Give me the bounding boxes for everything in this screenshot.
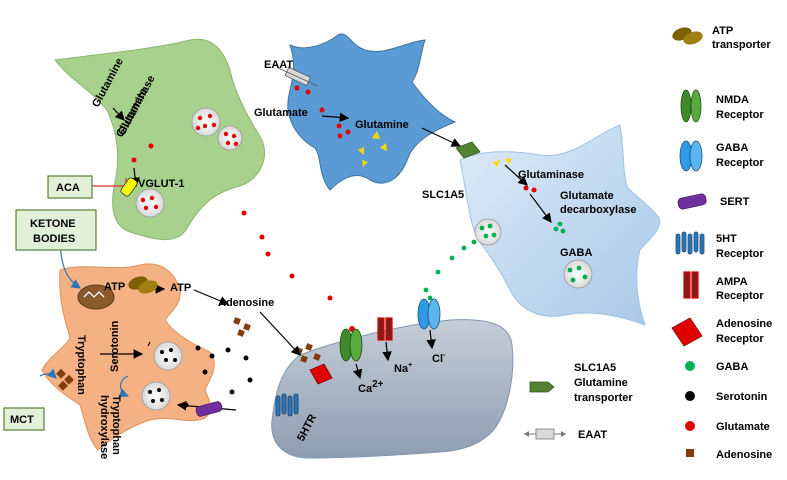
- legend-nmda-label-1: NMDA: [716, 94, 749, 106]
- legend: ATP transporter NMDA Receptor GABA Recep…: [524, 25, 772, 461]
- sodium-ion-label: Na+: [394, 362, 412, 375]
- legend-atp-transporter-icon: [672, 27, 703, 45]
- legend-ampa-icon: [683, 271, 699, 299]
- slc1a5-label: SLC1A5: [422, 189, 464, 201]
- gaba-dots: [423, 221, 588, 301]
- legend-gaba-label: GABA: [716, 361, 748, 373]
- legend-serotonin-label: Serotonin: [716, 391, 768, 403]
- blue-glutamate-label: Glutamate: [254, 107, 308, 119]
- glutamate-dots: [131, 85, 537, 332]
- legend-sert-label: SERT: [720, 196, 750, 208]
- legend-adenosine-receptor-icon: [671, 317, 703, 347]
- legend-ampa-label-1: AMPA: [716, 276, 748, 288]
- legend-sert-icon: [677, 193, 707, 210]
- tryptophan-label: Tryptophan: [75, 335, 87, 395]
- tryptophan-hydroxylase-label-1: Tryptophan: [110, 395, 122, 455]
- glutamine-triangles: [358, 131, 512, 167]
- orange-vesicle-2: [141, 381, 171, 411]
- light-gaba-label: GABA: [560, 247, 592, 259]
- ketone-bodies-box: [15, 209, 97, 251]
- eaat-transporter: [277, 66, 319, 87]
- legend-serotonin-dot: [685, 391, 695, 401]
- legend-glutamate-label: Glutamate: [716, 421, 770, 433]
- green-presynaptic-cell: [54, 38, 265, 241]
- mct-label: MCT: [10, 414, 34, 426]
- blue-astrocyte-cell: [287, 33, 457, 191]
- serotonin-label: Serotonin: [109, 320, 121, 372]
- legend-adenosine-square: [686, 449, 694, 457]
- tryptophan-hydroxylase-label-2: hydroxylase: [98, 395, 110, 459]
- glutamate-decarboxylase-label-2: decarboxylase: [560, 204, 636, 216]
- legend-eaat-icon: [524, 428, 566, 440]
- adenosine-label: Adenosine: [218, 297, 274, 309]
- ketone-label-1: KETONE: [30, 218, 76, 230]
- legend-eaat-label: EAAT: [578, 429, 607, 441]
- nmda-receptor: [339, 328, 363, 362]
- light-glutaminase-label: Glutaminase: [518, 169, 584, 181]
- chloride-ion-label: Cl-: [432, 352, 446, 365]
- ampa-receptor: [377, 317, 393, 341]
- sert-transporter: [195, 401, 223, 417]
- legend-gaba-receptor-label-2: Receptor: [716, 157, 764, 169]
- light-vesicle-2: [563, 259, 593, 289]
- mct-box: [3, 407, 45, 431]
- legend-glutamate-dot: [685, 421, 695, 431]
- legend-ampa-label-2: Receptor: [716, 290, 764, 302]
- vglut-label: VGLUT-1: [138, 178, 184, 190]
- light-vesicle-1: [474, 218, 502, 246]
- slc1a5-transporter: [455, 141, 481, 159]
- legend-slc1a5-label-2: Glutamine: [574, 377, 628, 389]
- calcium-ion-label: Ca2+: [358, 379, 384, 395]
- legend-5ht-receptor-icon: [675, 231, 705, 255]
- atp-outer-label: ATP: [170, 282, 191, 294]
- legend-adenosine-receptor-label-2: Receptor: [716, 333, 764, 345]
- legend-5ht-receptor-label-1: 5HT: [716, 233, 737, 245]
- aca-box: [47, 175, 93, 199]
- 5ht-receptor: [275, 393, 299, 417]
- glutamate-decarboxylase-label-1: Glutamate: [560, 190, 614, 202]
- legend-adenosine-label: Adenosine: [716, 449, 772, 461]
- legend-5ht-receptor-label-2: Receptor: [716, 248, 764, 260]
- legend-gaba-receptor-icon: [679, 140, 703, 172]
- blue-glutamine-label: Glutamine: [355, 119, 409, 131]
- legend-gaba-receptor-label-1: GABA: [716, 142, 748, 154]
- legend-atp-transporter-label-1: ATP: [712, 25, 733, 37]
- legend-nmda-label-2: Receptor: [716, 109, 764, 121]
- vglut-transporter: [120, 177, 138, 197]
- green-vesicle-3: [135, 188, 165, 218]
- blue-curve-arrows: [39, 244, 130, 398]
- legend-nmda-icon: [680, 89, 702, 123]
- legend-slc1a5-label-1: SLC1A5: [574, 362, 616, 374]
- aca-label: ACA: [56, 182, 80, 194]
- adenosine-receptor: [309, 363, 333, 385]
- atp-inner-label: ATP: [104, 281, 125, 293]
- grey-postsynaptic-cell: [271, 319, 514, 459]
- orange-serotonergic-cell: [41, 263, 215, 451]
- ketone-label-2: BODIES: [33, 233, 75, 245]
- gaba-receptor: [417, 298, 441, 330]
- atp-transporter: [128, 276, 158, 294]
- green-vesicle-2: [217, 125, 243, 151]
- orange-vesicle-1: [153, 341, 183, 371]
- green-vesicle-1: [191, 107, 221, 137]
- legend-slc1a5-icon: [529, 381, 555, 393]
- legend-gaba-dot: [685, 361, 695, 371]
- mitochondrion: [77, 284, 115, 310]
- legend-atp-transporter-label-2: transporter: [712, 39, 771, 51]
- eaat-label: EAAT: [264, 59, 293, 71]
- serotonin-dots: [148, 345, 253, 408]
- legend-adenosine-receptor-label-1: Adenosine: [716, 318, 772, 330]
- legend-slc1a5-label-3: transporter: [574, 392, 633, 404]
